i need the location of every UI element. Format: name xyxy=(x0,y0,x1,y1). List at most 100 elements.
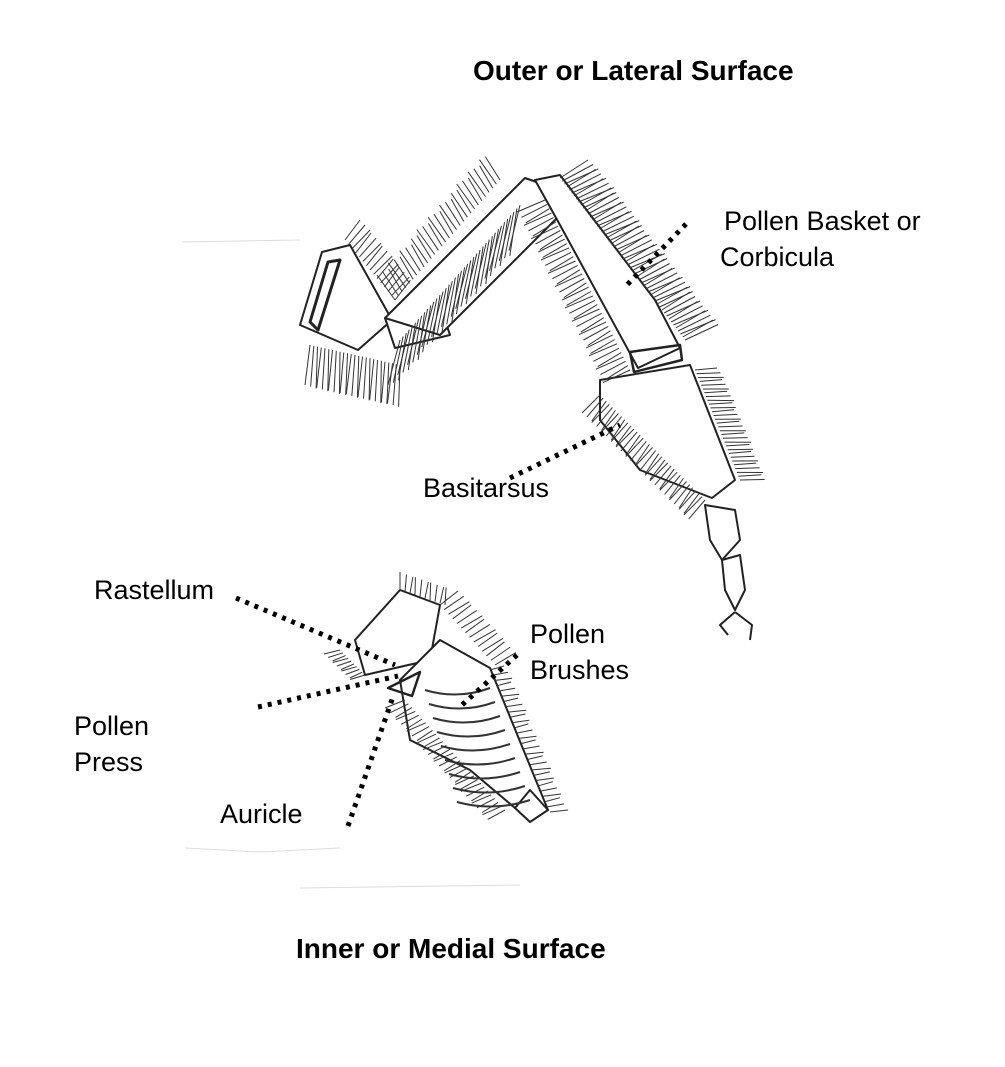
hair-stroke xyxy=(310,345,315,387)
hair-stroke xyxy=(446,277,456,325)
hair-stroke xyxy=(587,197,619,215)
hair-stroke xyxy=(615,425,632,446)
label-rastellum: Rastellum xyxy=(94,575,215,605)
hair-stroke xyxy=(462,180,479,206)
hair-stroke xyxy=(386,362,390,405)
hair-stroke xyxy=(419,579,423,597)
hair-stroke xyxy=(604,365,629,381)
hair-stroke xyxy=(422,741,444,751)
hair-stroke xyxy=(384,699,406,709)
hair-stroke xyxy=(701,383,726,386)
hair-stroke xyxy=(410,244,425,268)
hair-stroke xyxy=(358,237,377,258)
hair-stroke xyxy=(450,198,465,222)
auricle-shape xyxy=(386,670,422,698)
hair-stroke xyxy=(332,657,349,663)
hair-stroke xyxy=(694,367,718,371)
hair-stroke xyxy=(351,354,356,396)
hair-stroke xyxy=(583,325,609,341)
hair-stroke xyxy=(545,251,572,266)
hair-stroke xyxy=(541,787,557,792)
hair-stroke xyxy=(586,397,604,418)
hair-stroke xyxy=(585,192,614,212)
hair-stroke xyxy=(530,225,559,240)
hair-stroke xyxy=(656,286,688,305)
leader-pollen-press xyxy=(257,673,399,710)
leader-rastellum xyxy=(235,595,396,668)
hair-stroke xyxy=(523,745,540,750)
hair-stroke xyxy=(369,250,388,271)
hair-stroke xyxy=(349,674,366,680)
hair-stroke xyxy=(738,474,762,477)
hair-stroke xyxy=(355,232,372,254)
hair-stroke xyxy=(682,319,714,338)
hair-stroke xyxy=(373,255,393,275)
hair-stroke xyxy=(456,189,472,214)
hair-stroke xyxy=(395,710,416,721)
hair-stroke xyxy=(429,582,432,601)
label-pollen-press: Pollen Press xyxy=(74,708,149,780)
hair-stroke xyxy=(380,360,382,404)
hair-stroke xyxy=(639,450,656,471)
hair-stroke xyxy=(542,243,568,258)
hair-stroke xyxy=(315,346,318,389)
hair-stroke xyxy=(549,809,569,813)
hair-stroke xyxy=(416,308,429,355)
hair-stroke xyxy=(529,761,547,766)
hair-stroke xyxy=(563,282,587,298)
hair-stroke xyxy=(439,587,445,604)
hair-stroke xyxy=(482,805,502,816)
hair-stroke xyxy=(573,178,604,197)
hair-stroke xyxy=(559,278,585,293)
hair-stroke xyxy=(376,258,394,279)
hair-stroke xyxy=(650,277,680,296)
hair-stroke xyxy=(439,204,458,230)
hair-stroke xyxy=(729,450,752,454)
hair-stroke xyxy=(332,655,346,662)
hair-stroke xyxy=(362,242,382,262)
hair-stroke xyxy=(465,253,478,299)
hair-stroke xyxy=(487,809,506,820)
hair-stroke xyxy=(601,410,616,431)
hair-stroke xyxy=(392,364,397,406)
hair-stroke xyxy=(538,238,565,253)
hair-stroke xyxy=(610,422,629,442)
hair-stroke xyxy=(669,481,687,501)
hair-stroke xyxy=(387,363,393,404)
hair-stroke xyxy=(387,339,401,386)
hair-stroke xyxy=(669,478,684,499)
hair-stroke xyxy=(507,709,527,713)
hair-stroke xyxy=(321,348,326,390)
hair-stroke xyxy=(721,432,745,435)
hair-stroke xyxy=(543,793,562,797)
hair-stroke xyxy=(387,271,405,292)
hair-stroke xyxy=(602,369,631,383)
pollen-brush-row xyxy=(448,771,521,780)
hair-stroke xyxy=(673,484,690,505)
hair-stroke xyxy=(391,276,410,297)
hair-stroke xyxy=(520,739,536,745)
hair-stroke xyxy=(606,220,637,239)
hair-stroke xyxy=(422,737,440,748)
hair-stroke xyxy=(444,201,461,226)
hair-stroke xyxy=(328,652,343,658)
hair-stroke xyxy=(699,379,723,382)
label-pollen-brushes-line1: Pollen xyxy=(530,619,606,649)
hair-stroke xyxy=(580,187,612,206)
hair-stroke xyxy=(406,722,426,732)
hair-stroke xyxy=(668,300,698,320)
pollen-brush-row xyxy=(424,687,491,696)
leader-lines xyxy=(235,222,688,827)
hair-stroke xyxy=(504,211,515,259)
hair-stroke xyxy=(450,192,468,218)
hair-stroke xyxy=(467,171,486,197)
hair-stroke xyxy=(345,668,360,675)
hair-stroke xyxy=(404,574,407,592)
title-inner-surface: Inner or Medial Surface xyxy=(296,933,606,964)
hair-stroke xyxy=(683,493,700,514)
hair-stroke xyxy=(561,286,589,301)
hair-stroke xyxy=(675,310,706,329)
hair-stroke xyxy=(484,232,496,279)
hair-stroke xyxy=(474,242,487,289)
hair-stroke xyxy=(523,212,552,226)
